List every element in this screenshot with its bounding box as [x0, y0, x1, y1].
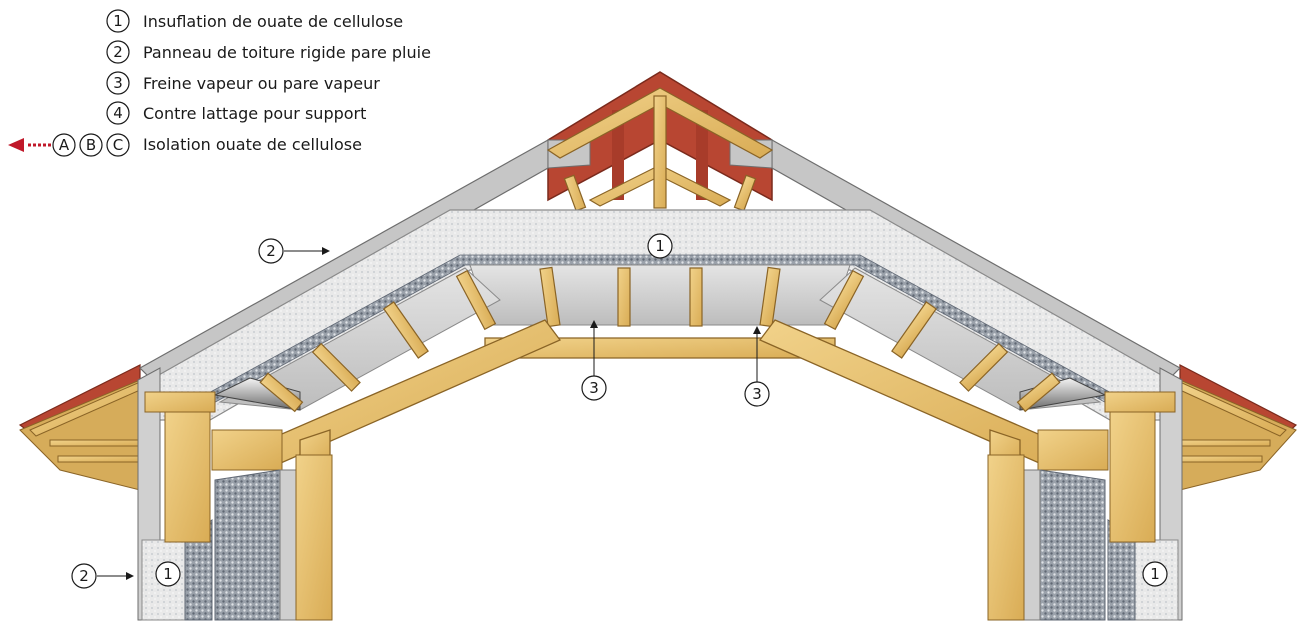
callout-roof-panel: 2 [258, 238, 330, 264]
legend-item-2: 2 Panneau de toiture rigide pare pluie [106, 40, 431, 64]
legend-item-3: 3 Freine vapeur ou pare vapeur [106, 71, 380, 95]
svg-text:3: 3 [752, 385, 762, 403]
ridge-trusses [546, 87, 774, 212]
callouts: 1 2 2 3 3 1 1 [71, 233, 1168, 589]
red-arrow-icon [8, 138, 24, 152]
legend-marker-c: C [113, 136, 123, 154]
callout-wall-panel: 2 [71, 563, 134, 589]
legend-marker-2: 2 [113, 43, 123, 61]
svg-text:2: 2 [266, 242, 276, 260]
legend-marker-1: 1 [113, 12, 123, 30]
right-wall [987, 367, 1183, 621]
svg-text:2: 2 [79, 567, 89, 585]
svg-text:1: 1 [655, 237, 665, 255]
legend-item-1: 1 Insuflation de ouate de cellulose [106, 9, 403, 33]
callout-wall-right: 1 [1142, 561, 1168, 587]
legend-marker-a: A [59, 136, 70, 154]
legend-marker-b: B [86, 136, 96, 154]
legend-item-4: 4 Contre lattage pour support [106, 101, 366, 125]
callout-roof-insulation: 1 [647, 233, 673, 259]
legend-text-2: Panneau de toiture rigide pare pluie [143, 43, 431, 62]
legend-text-3: Freine vapeur ou pare vapeur [143, 74, 380, 93]
support-battens [259, 266, 1061, 413]
legend-text-1: Insuflation de ouate de cellulose [143, 12, 403, 31]
callout-wall-left: 1 [155, 561, 181, 587]
left-eave [19, 379, 141, 491]
legend-item-abc: A B C Isolation ouate de cellulose [8, 133, 362, 157]
legend-marker-4: 4 [113, 104, 123, 122]
svg-text:3: 3 [589, 379, 599, 397]
callout-vapor-left: 3 [581, 320, 607, 401]
left-wall [137, 367, 333, 621]
callout-vapor-right: 3 [744, 326, 770, 407]
right-eave [1179, 379, 1297, 491]
legend-text-4: Contre lattage pour support [143, 104, 366, 123]
vapor-barrier-panels [213, 264, 1107, 411]
svg-text:1: 1 [1150, 565, 1160, 583]
svg-text:1: 1 [163, 565, 173, 583]
legend-text-abc: Isolation ouate de cellulose [143, 135, 362, 154]
legend: 1 Insuflation de ouate de cellulose 2 Pa… [8, 9, 431, 157]
legend-marker-3: 3 [113, 74, 123, 92]
